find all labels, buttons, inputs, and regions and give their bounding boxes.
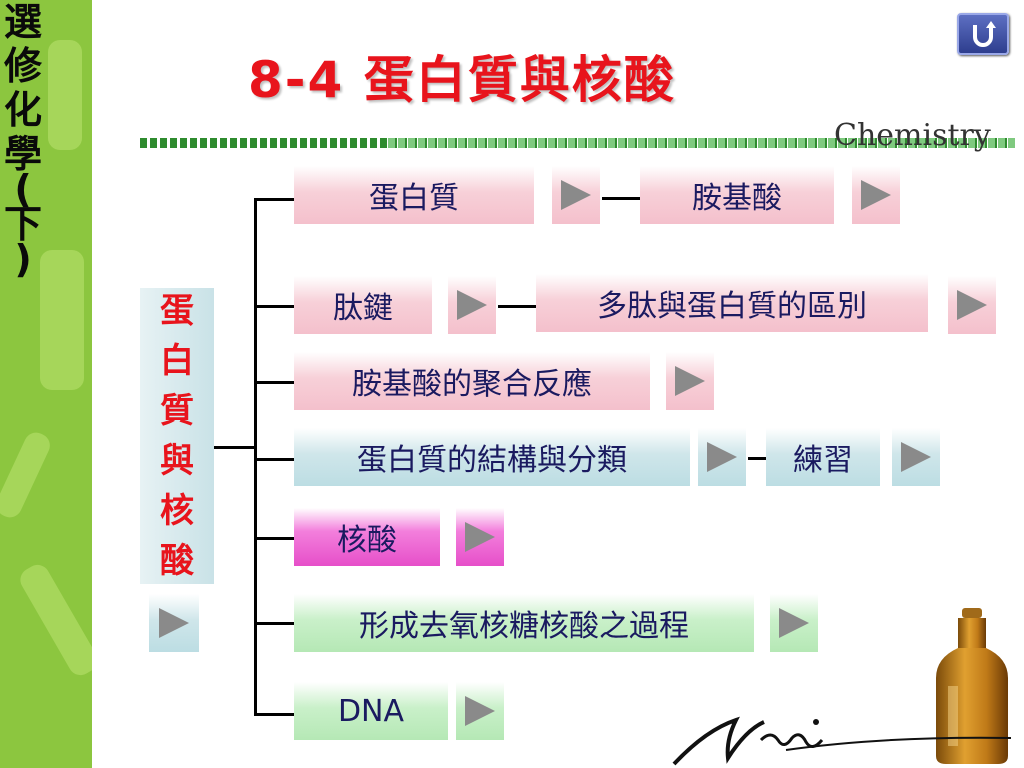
signature-logo: [672, 716, 1012, 766]
connector-line: [254, 537, 294, 540]
connector-line: [254, 198, 294, 201]
root-arrow-button[interactable]: [149, 594, 199, 652]
polymerization-arrow-button[interactable]: [666, 352, 714, 410]
play-arrow-icon: [465, 522, 495, 552]
connector-line: [214, 446, 256, 449]
sidebar-char: 學: [3, 132, 42, 176]
topic-dna[interactable]: DNA: [294, 682, 448, 740]
play-arrow-icon: [707, 442, 737, 472]
connector-line: [498, 305, 536, 308]
sidebar-char: 選: [3, 0, 42, 44]
root-char: 質: [160, 391, 194, 431]
play-arrow-icon: [465, 696, 495, 726]
topic-exercise[interactable]: 練習: [766, 428, 880, 486]
sidebar-course-title: 選 修 化 學 ( 下 ): [0, 0, 46, 281]
protein-structure-arrow-button[interactable]: [698, 428, 746, 486]
page-title: 8-4 蛋白質與核酸: [248, 51, 676, 109]
play-arrow-icon: [675, 366, 705, 396]
bottle-shape-decoration: [16, 560, 92, 680]
play-arrow-icon: [561, 180, 591, 210]
topic-polypeptide-vs-protein[interactable]: 多肽與蛋白質的區別: [536, 274, 928, 332]
play-arrow-icon: [779, 608, 809, 638]
bottle-shape-decoration: [0, 428, 54, 522]
root-char: 蛋: [160, 291, 194, 331]
topic-nucleic-acid[interactable]: 核酸: [294, 508, 440, 566]
root-char: 酸: [160, 541, 194, 581]
divider-dots-light: [388, 138, 1016, 148]
connector-line: [254, 713, 294, 716]
sidebar-char: (: [14, 167, 32, 211]
home-return-icon: [973, 21, 996, 47]
topic-dna-formation[interactable]: 形成去氧核糖核酸之過程: [294, 594, 754, 652]
reagent-bottle-icon: [936, 608, 1008, 764]
nucleic-acid-arrow-button[interactable]: [456, 508, 504, 566]
bottle-shape-decoration: [40, 250, 84, 390]
root-char: 核: [160, 491, 194, 531]
play-arrow-icon: [861, 180, 891, 210]
topic-protein[interactable]: 蛋白質: [294, 166, 534, 224]
connector-line: [254, 622, 294, 625]
play-arrow-icon: [957, 290, 987, 320]
sidebar-char: 下: [3, 202, 42, 246]
topic-protein-structure[interactable]: 蛋白質的結構與分類: [294, 428, 690, 486]
topic-amino-acid-polymerization[interactable]: 胺基酸的聚合反應: [294, 352, 650, 410]
root-char: 與: [160, 441, 194, 481]
sidebar-char: 化: [3, 88, 42, 132]
root-topic-box[interactable]: 蛋 白 質 與 核 酸: [140, 288, 214, 584]
connector-line: [254, 381, 294, 384]
connector-trunk: [254, 198, 257, 716]
root-char: 白: [160, 341, 194, 381]
home-button[interactable]: [957, 13, 1009, 55]
topic-amino-acid[interactable]: 胺基酸: [640, 166, 834, 224]
connector-line: [748, 457, 766, 460]
protein-arrow-button[interactable]: [552, 166, 600, 224]
exercise-arrow-button[interactable]: [892, 428, 940, 486]
left-sidebar: 選 修 化 學 ( 下 ): [0, 0, 92, 768]
bottle-shape-decoration: [48, 40, 82, 150]
sidebar-char: ): [14, 237, 32, 281]
connector-line: [602, 197, 640, 200]
connector-line: [254, 458, 294, 461]
play-arrow-icon: [457, 290, 487, 320]
subject-label: Chemistry: [834, 118, 991, 153]
amino-acid-arrow-button[interactable]: [852, 166, 900, 224]
polypeptide-arrow-button[interactable]: [948, 276, 996, 334]
play-arrow-icon: [159, 608, 189, 638]
topic-peptide-bond[interactable]: 肽鍵: [294, 276, 432, 334]
dna-arrow-button[interactable]: [456, 682, 504, 740]
connector-line: [254, 305, 294, 308]
play-arrow-icon: [901, 442, 931, 472]
dna-formation-arrow-button[interactable]: [770, 594, 818, 652]
sidebar-char: 修: [3, 44, 42, 88]
peptide-bond-arrow-button[interactable]: [448, 276, 496, 334]
